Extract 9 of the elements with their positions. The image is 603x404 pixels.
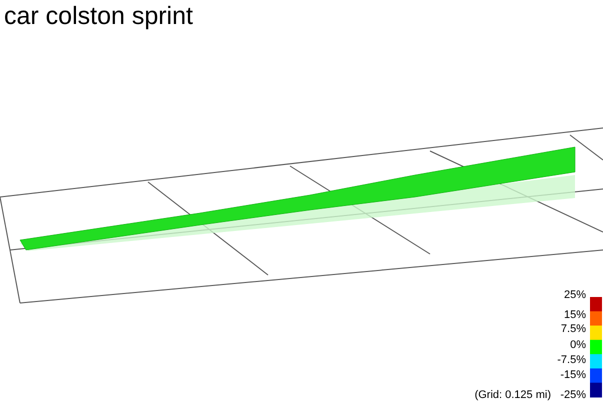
scale-label: 7.5% xyxy=(560,323,586,335)
grid-note: (Grid: 0.125 mi) xyxy=(474,389,551,401)
chart-title: car colston sprint xyxy=(4,2,193,31)
scale-label: -15% xyxy=(560,369,586,381)
scale-label: -25% xyxy=(560,389,586,401)
scale-label: 25% xyxy=(564,289,586,301)
scale-label: 0% xyxy=(570,339,586,351)
scale-label: 15% xyxy=(564,309,586,321)
scale-label: -7.5% xyxy=(557,354,586,366)
